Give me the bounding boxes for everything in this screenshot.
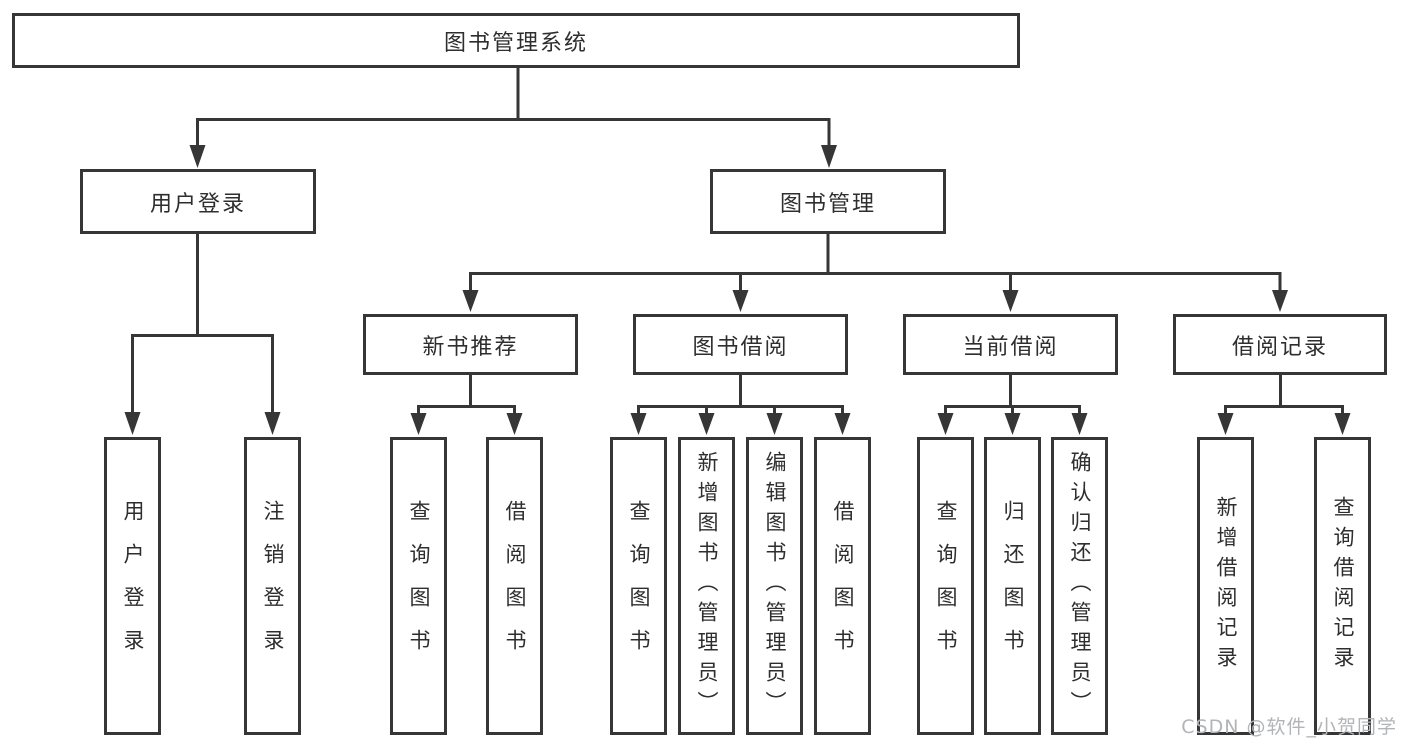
leaf-query-books-borrowing-label: 查询图书 — [627, 500, 651, 672]
leaf-query-books-current-label: 查询图书 — [934, 500, 958, 672]
node-new-book-recommend-label: 新书推荐 — [422, 334, 519, 360]
leaf-logout-label: 注销登录 — [261, 500, 285, 672]
leaf-confirm-return-admin: 确认归还（管理员） — [1051, 437, 1108, 735]
leaf-borrow-books-recommend-label: 借阅图书 — [503, 500, 527, 672]
connector-current-borrowing-to-leaves — [937, 375, 1088, 435]
arrowhead-icon — [1334, 413, 1351, 435]
leaf-query-books-current: 查询图书 — [917, 437, 974, 735]
arrowhead-icon — [1002, 290, 1019, 312]
leaf-return-books-label: 归还图书 — [1001, 500, 1025, 672]
arrowhead-icon — [834, 413, 851, 435]
connector-new-book-to-leaves — [410, 375, 523, 435]
arrowhead-icon — [124, 412, 141, 435]
leaf-borrow-books-borrowing: 借阅图书 — [814, 437, 871, 735]
leaf-query-borrow-record: 查询借阅记录 — [1314, 437, 1371, 735]
node-user-login-label: 用户登录 — [149, 191, 246, 217]
leaf-query-books-recommend-label: 查询图书 — [407, 500, 431, 672]
arrowhead-icon — [410, 413, 427, 435]
node-user-login: 用户登录 — [80, 169, 316, 234]
arrowhead-icon — [630, 413, 647, 435]
arrowhead-icon — [506, 413, 523, 435]
node-new-book-recommend: 新书推荐 — [363, 314, 578, 375]
node-borrowing-records: 借阅记录 — [1173, 314, 1387, 375]
node-root-label: 图书管理系统 — [443, 30, 588, 56]
arrowhead-icon — [1004, 413, 1021, 435]
node-book-management: 图书管理 — [710, 169, 946, 234]
arrowhead-icon — [462, 290, 479, 312]
node-book-management-label: 图书管理 — [779, 191, 876, 217]
arrowhead-icon — [1272, 290, 1288, 312]
leaf-user-login-label: 用户登录 — [121, 500, 145, 672]
arrowhead-icon — [766, 413, 783, 435]
arrowhead-icon — [189, 145, 206, 168]
arrowhead-icon — [698, 413, 715, 435]
arrowhead-icon — [732, 290, 749, 312]
leaf-query-books-borrowing: 查询图书 — [610, 437, 667, 735]
leaf-edit-book-admin-label: 编辑图书（管理员） — [763, 451, 787, 721]
leaf-query-books-recommend: 查询图书 — [390, 437, 447, 735]
leaf-add-book-admin: 新增图书（管理员） — [678, 437, 735, 735]
leaf-add-book-admin-label: 新增图书（管理员） — [695, 451, 719, 721]
arrowhead-icon — [821, 145, 837, 168]
leaf-add-borrow-record-label: 新增借阅记录 — [1214, 496, 1238, 676]
leaf-borrow-books-recommend: 借阅图书 — [486, 437, 543, 735]
connector-root-to-level2 — [189, 68, 837, 168]
node-current-borrowing-label: 当前借阅 — [962, 334, 1059, 360]
leaf-confirm-return-admin-label: 确认归还（管理员） — [1068, 451, 1092, 721]
node-book-borrowing: 图书借阅 — [633, 314, 848, 375]
node-current-borrowing: 当前借阅 — [903, 314, 1118, 375]
leaf-logout: 注销登录 — [244, 437, 301, 735]
node-book-borrowing-label: 图书借阅 — [692, 334, 789, 360]
arrowhead-icon — [264, 412, 281, 435]
leaf-add-borrow-record: 新增借阅记录 — [1197, 437, 1254, 735]
connector-user-login-to-leaves — [124, 234, 281, 435]
arrowhead-icon — [937, 413, 954, 435]
connector-book-borrowing-to-leaves — [630, 375, 851, 435]
arrowhead-icon — [1071, 413, 1088, 435]
node-borrowing-records-label: 借阅记录 — [1231, 334, 1328, 360]
connector-borrowing-records-to-leaves — [1217, 375, 1351, 435]
leaf-borrow-books-borrowing-label: 借阅图书 — [831, 500, 855, 672]
connector-book-management-to-level3 — [462, 234, 1288, 312]
arrowhead-icon — [1217, 413, 1234, 435]
leaf-query-borrow-record-label: 查询借阅记录 — [1331, 496, 1355, 676]
leaf-user-login: 用户登录 — [104, 437, 161, 735]
leaf-edit-book-admin: 编辑图书（管理员） — [746, 437, 803, 735]
node-root: 图书管理系统 — [12, 13, 1020, 68]
leaf-return-books: 归还图书 — [984, 437, 1041, 735]
